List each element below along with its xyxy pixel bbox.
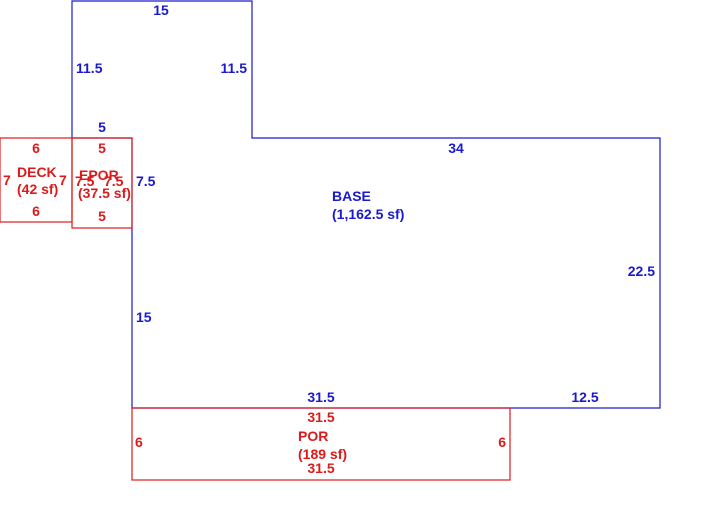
base-dim-left-upper: 11.5	[76, 60, 103, 76]
deck-dim-right: 7	[59, 172, 67, 188]
deck-dim-left: 7	[3, 172, 11, 188]
base-dim-bottom-right: 12.5	[571, 389, 598, 405]
base-dim-top-step: 5	[98, 119, 106, 135]
deck-dim-top: 6	[32, 140, 40, 156]
por-name-label: POR	[298, 428, 328, 444]
epor-dim-bottom: 5	[98, 208, 106, 224]
por-dim-left: 6	[135, 434, 143, 450]
por-outline	[131, 407, 511, 481]
base-dim-right: 22.5	[628, 263, 655, 279]
base-dim-bottom-left: 31.5	[307, 389, 334, 405]
base-dim-left-step: 7.5	[136, 173, 156, 189]
base-name-label: BASE	[332, 188, 371, 204]
epor-dim-top: 5	[98, 140, 106, 156]
base-area-label: (1,162.5 sf)	[332, 206, 404, 222]
por-area-label: (189 sf)	[298, 446, 347, 462]
por-dim-bottom: 31.5	[307, 460, 334, 476]
base-dim-top-right: 34	[448, 140, 464, 156]
epor-outline	[71, 137, 133, 229]
base-dim-top-upper: 15	[153, 2, 169, 18]
deck-dim-bottom: 6	[32, 203, 40, 219]
base-dim-right-upper: 11.5	[221, 60, 248, 76]
epor-dim-right: 7.5	[104, 173, 124, 189]
epor-dim-left: 7.5	[75, 173, 95, 189]
epor-name-label: EPOR	[79, 167, 119, 183]
base-outline	[71, 0, 661, 409]
epor-area-label: (37.5 sf)	[78, 185, 131, 201]
por-dim-right: 6	[498, 434, 506, 450]
deck-area-label: (42 sf)	[17, 181, 58, 197]
por-dim-top: 31.5	[307, 409, 334, 425]
deck-name-label: DECK	[17, 164, 57, 180]
base-dim-left-lower: 15	[136, 309, 152, 325]
